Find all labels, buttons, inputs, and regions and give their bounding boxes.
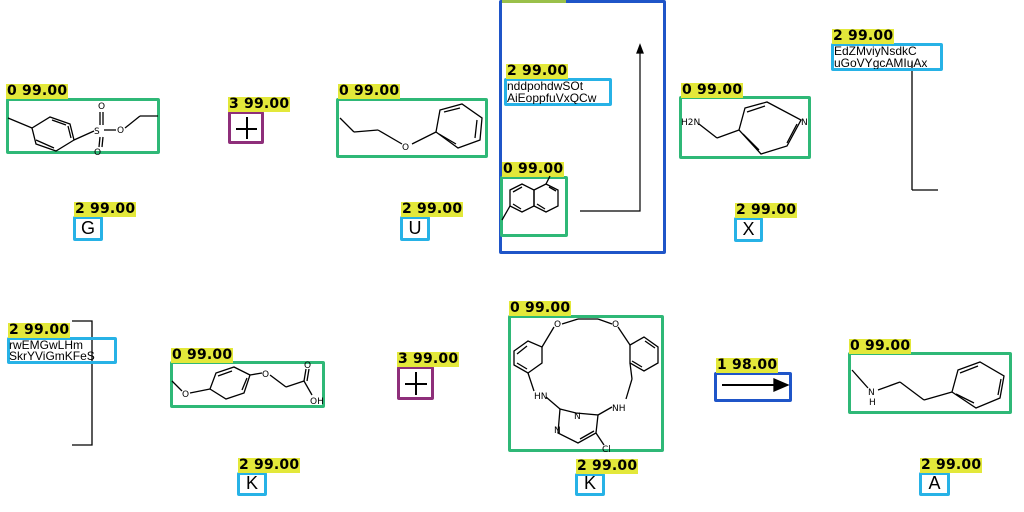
text-box-letter[interactable] (919, 472, 950, 496)
molecule-box-dimethylnaphthalene[interactable] (500, 176, 568, 237)
molecule-box-tosylate[interactable] (6, 98, 160, 154)
oxygen-atom: O (182, 390, 189, 400)
propoxybenzene-structure: O (339, 103, 483, 153)
amine-hydrogen: H (869, 398, 876, 408)
oxygen-atom: O (94, 148, 101, 158)
plus-sign-vertical (415, 372, 417, 395)
letter-label: A (928, 473, 941, 493)
ring-nitrogen: N (574, 412, 581, 422)
detection-label: 0 99.00 (6, 83, 69, 99)
letter-label: K (583, 473, 596, 493)
molecule-box-macrocycle[interactable] (508, 315, 664, 452)
text-box-letter[interactable] (400, 216, 430, 241)
molecule-box-propoxybenzene[interactable] (336, 98, 488, 158)
detection-label: 0 99.00 (509, 300, 572, 316)
text-line: rwEMGwLHm (9, 340, 83, 351)
text-box-label[interactable] (504, 78, 612, 106)
text-line: nddpohdwSOt (507, 81, 584, 92)
text-line: uGoVYgcAMIuAx (834, 58, 928, 69)
detection-label: 2 99.00 (735, 202, 798, 218)
text-box-label[interactable] (7, 337, 117, 364)
region-top-accent (502, 0, 566, 3)
amine-group: H2N (681, 118, 700, 128)
sulfur-atom: S (94, 127, 100, 137)
detection-label: 0 99.00 (171, 347, 234, 363)
tosylate-structure: S O O O (7, 102, 158, 158)
detection-label: 0 99.00 (502, 161, 565, 177)
oxygen-atom: O (304, 361, 311, 371)
dimethylnaphthalene-structure (501, 175, 559, 221)
text-line: AiEoppfuVxQCw (507, 93, 597, 104)
oxygen-atom: O (612, 320, 619, 330)
nh-group: N (868, 388, 875, 398)
detection-label: 2 99.00 (8, 322, 71, 338)
plus-sign-vertical (246, 117, 248, 139)
text-box-letter[interactable] (575, 473, 605, 496)
oxygen-atom: O (554, 320, 561, 330)
detection-label: 2 99.00 (506, 63, 569, 79)
oxygen-atom: O (402, 143, 409, 153)
plus-box[interactable] (228, 111, 264, 144)
letter-label: G (80, 218, 95, 238)
text-line: EdZMviyNsdkC (834, 46, 917, 57)
plus-box[interactable] (397, 366, 434, 400)
phenoxyacetic-acid-structure: O O O OH (171, 361, 324, 407)
hn-group: HN (534, 392, 548, 402)
ring-nitrogen: N (554, 426, 561, 436)
molecule-box-aminomethylpyridine[interactable] (679, 96, 811, 159)
text-box-letter[interactable] (237, 472, 267, 496)
text-box-label[interactable] (831, 43, 943, 71)
hydroxyl-group: OH (310, 397, 324, 407)
detection-label: 3 99.00 (228, 96, 291, 112)
reaction-region-box (499, 0, 666, 254)
oxygen-atom: O (117, 126, 124, 136)
detection-label: 2 99.00 (920, 457, 983, 473)
detection-label: 1 98.00 (716, 357, 779, 373)
detection-label: 0 99.00 (338, 83, 401, 99)
detection-label: 2 99.00 (74, 201, 137, 217)
pyridine-nitrogen: N (801, 118, 808, 128)
phenethylamine-structure: N H (851, 361, 1005, 409)
detection-label: 2 99.00 (238, 457, 301, 473)
aminomethylpyridine-structure: H2N N (681, 101, 808, 155)
letter-label: X (742, 219, 755, 239)
molecule-box-phenethylamine[interactable] (848, 352, 1012, 414)
oxygen-atom: O (262, 370, 269, 380)
macrocycle-structure: O O HN NH N N Cl (513, 318, 659, 455)
nh-group: NH (612, 404, 626, 414)
detection-label: 3 99.00 (397, 351, 460, 367)
detection-label: 2 99.00 (401, 201, 464, 217)
chlorine-atom: Cl (602, 445, 611, 455)
text-line: SkrYViGmKFeS (9, 351, 95, 362)
detection-label: 0 99.00 (849, 338, 912, 354)
detection-label: 2 99.00 (832, 28, 895, 44)
arrow-box[interactable] (714, 372, 792, 402)
oxygen-atom: O (98, 102, 105, 112)
molecule-box-phenoxyacetic-acid[interactable] (170, 361, 325, 408)
letter-label: K (245, 473, 258, 493)
text-box-letter[interactable] (734, 217, 763, 242)
letter-label: U (408, 218, 422, 238)
detection-label: 2 99.00 (576, 458, 639, 474)
detection-label: 0 99.00 (681, 82, 744, 98)
reaction-arrow-icon (722, 378, 790, 392)
text-box-letter[interactable] (73, 216, 103, 241)
